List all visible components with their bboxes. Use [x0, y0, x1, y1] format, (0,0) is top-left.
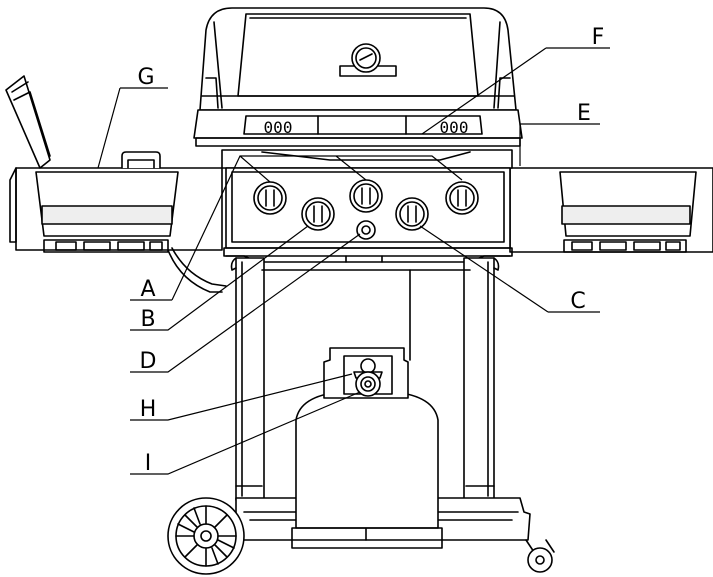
lid-front-band: 000 000 [193, 109, 523, 147]
side-burner-handle [121, 151, 161, 169]
label-g: G [137, 65, 154, 90]
lid-vents-left: 000 [264, 118, 293, 137]
label-e: E [577, 101, 591, 126]
propane-tank [291, 347, 443, 549]
label-d: D [140, 349, 157, 374]
side-burner-hose [167, 247, 227, 293]
control-knob-icon [301, 197, 335, 231]
wheel-icon [167, 497, 245, 575]
control-knob-icon [253, 181, 287, 215]
left-side-shelf [9, 167, 223, 253]
label-f: F [592, 25, 605, 50]
igniter-button-icon [356, 220, 376, 240]
right-side-shelf [509, 167, 713, 253]
thermometer-icon [339, 43, 397, 77]
label-c: C [570, 289, 585, 314]
control-knob-icon [395, 197, 429, 231]
label-h: H [140, 397, 157, 422]
lid-vents-right: 000 [440, 118, 469, 137]
label-i: I [145, 451, 152, 476]
label-a: A [140, 277, 155, 302]
caster-wheel [525, 539, 555, 573]
side-burner-lid [5, 75, 51, 169]
control-knob-icon [349, 179, 383, 213]
label-b: B [140, 307, 155, 332]
control-knob-icon [445, 181, 479, 215]
callout-leaders [97, 47, 610, 475]
